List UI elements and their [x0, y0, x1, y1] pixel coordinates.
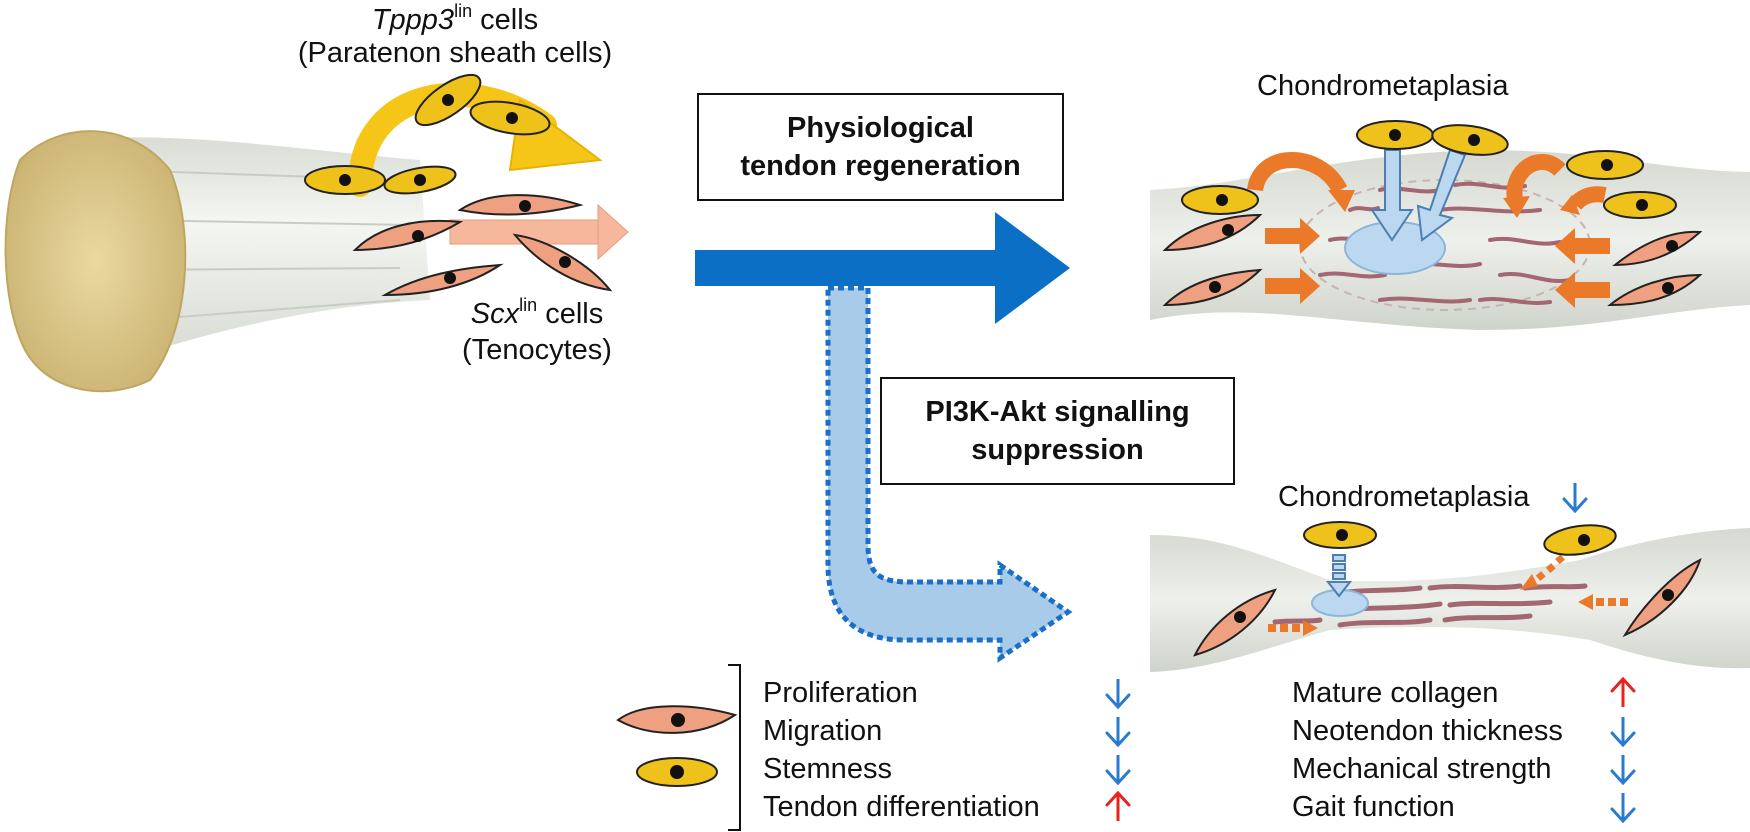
- suppressed-tendon-illustration: [1150, 528, 1750, 672]
- tenocyte-migration-arrowhead: [597, 203, 629, 261]
- chondrometaplasia-down-arrow: [1562, 483, 1588, 514]
- effect-label-left: Proliferation: [763, 677, 918, 709]
- suppression-pathway-arrow: [825, 285, 1073, 663]
- paratenon-cells-top: [1181, 120, 1677, 219]
- reduced-migration-arrows: [1268, 554, 1628, 636]
- physiological-regeneration-box: Physiological tendon regeneration: [697, 93, 1064, 201]
- tenocyte-cell: [1622, 558, 1702, 638]
- legend-tenocyte-icon: [616, 705, 738, 734]
- paratenon-cells-bottom: [1303, 521, 1617, 556]
- tenocyte-cell: [1612, 230, 1703, 267]
- tppp3-cells-label: Tppp3lin cells: [371, 1, 539, 37]
- effect-arrows-right: [1610, 676, 1636, 824]
- tppp3-suffix: cells: [472, 4, 539, 36]
- effect-label-right: Mechanical strength: [1292, 753, 1552, 785]
- collagen-fibres-bottom: [1272, 583, 1588, 628]
- tppp3-gene: Tppp3: [371, 4, 455, 36]
- down-arrow-icon: [1105, 717, 1131, 748]
- tenocyte-cell: [1162, 213, 1263, 252]
- effect-label-right: Gait function: [1292, 791, 1455, 823]
- effect-label-left: Tendon differentiation: [763, 791, 1040, 823]
- effect-label-right: Neotendon thickness: [1292, 715, 1563, 747]
- scx-gene: Scx: [470, 298, 520, 330]
- effect-label-left: Stemness: [763, 753, 892, 785]
- chondrometaplasia-top-label: Chondrometaplasia: [1257, 70, 1509, 102]
- down-arrow-icon: [1610, 755, 1636, 786]
- scx-sup: lin: [519, 295, 538, 315]
- scx-suffix: cells: [537, 298, 604, 330]
- tenocyte-cells-top: [1162, 213, 1703, 307]
- tenocyte-cells-bottom: [1193, 558, 1702, 657]
- down-arrow-icon: [1610, 793, 1636, 824]
- up-arrow-icon: [1610, 676, 1636, 707]
- differentiation-arrows-top: [1370, 148, 1467, 242]
- effect-label-left: Migration: [763, 715, 883, 747]
- tenocyte-cell: [381, 263, 504, 297]
- migration-arrows-top-straight: [1265, 218, 1610, 308]
- physiological-line2: tendon regeneration: [740, 150, 1021, 182]
- legend-paratenon-icon: [636, 757, 718, 787]
- chondrometaplasia-bottom-label: Chondrometaplasia: [1278, 481, 1530, 513]
- effect-label-right: Mature collagen: [1292, 677, 1499, 709]
- legend-bracket: [728, 664, 741, 831]
- down-arrow-icon: [1562, 483, 1588, 514]
- reduced-differentiation-arrow: [1325, 554, 1353, 598]
- scx-description: (Tenocytes): [462, 334, 612, 366]
- physiological-regeneration-arrow: [695, 212, 1070, 324]
- pi3k-akt-suppression-box: PI3K-Akt signalling suppression: [880, 377, 1235, 485]
- scx-cells-label: Scxlin cells: [470, 295, 604, 331]
- tppp3-sup: lin: [454, 1, 473, 21]
- effect-arrows-left: [1105, 679, 1131, 821]
- down-arrow-icon: [1105, 679, 1131, 710]
- tenocyte-cell: [1193, 588, 1277, 657]
- down-arrow-icon: [1610, 717, 1636, 748]
- migration-arrows-top: [1247, 152, 1607, 211]
- tenocyte-cell: [1607, 273, 1703, 307]
- pi3k-line2: suppression: [971, 434, 1144, 466]
- tppp3-description: (Paratenon sheath cells): [297, 37, 613, 69]
- tendon-stump-illustration: [4, 130, 430, 393]
- down-arrow-icon: [1105, 755, 1131, 786]
- tenocyte-cell: [352, 219, 464, 252]
- physiological-line1: Physiological: [787, 112, 974, 144]
- up-arrow-icon: [1105, 790, 1131, 821]
- pi3k-line1: PI3K-Akt signalling: [925, 396, 1190, 428]
